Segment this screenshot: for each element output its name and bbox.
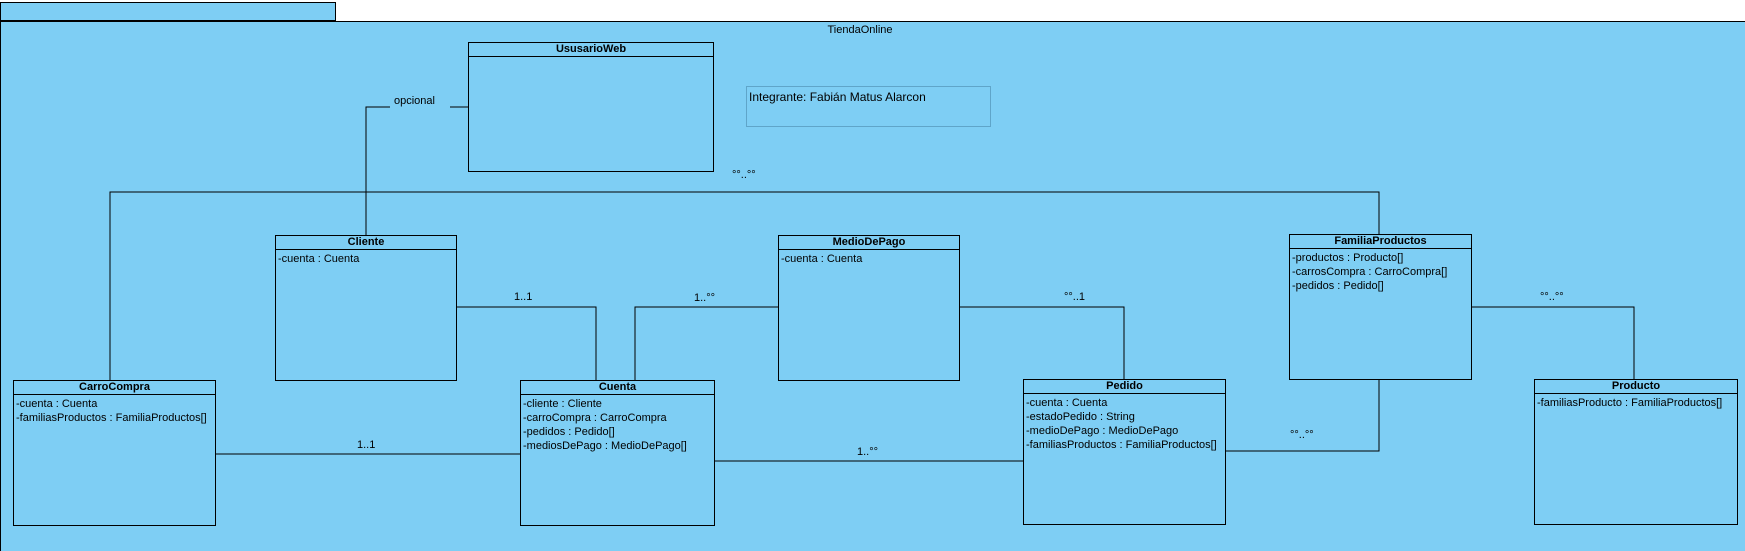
package-name: TiendaOnline xyxy=(827,24,893,36)
class-name: Pedido xyxy=(1024,380,1225,394)
assoc-label-cuenta-medio: 1..°° xyxy=(694,292,716,304)
note-text: Integrante: Fabián Matus Alarcon xyxy=(749,90,926,104)
package-tab xyxy=(0,2,336,21)
class-pedido[interactable]: Pedido -cuenta : Cuenta -estadoPedido : … xyxy=(1023,379,1226,525)
assoc-cliente-cuenta xyxy=(456,306,597,381)
assoc-cuenta-medio xyxy=(634,306,778,381)
assoc-label-pedido-familia: °°..°° xyxy=(1290,429,1314,441)
attribute: -medioDePago : MedioDePago xyxy=(1026,425,1179,437)
class-name: CarroCompra xyxy=(14,381,215,395)
assoc-label-carro-cuenta: 1..1 xyxy=(357,439,376,451)
class-producto[interactable]: Producto -familiasProducto : FamiliaProd… xyxy=(1534,379,1738,525)
assoc-label-medio-pedido: °°..1 xyxy=(1064,291,1086,303)
class-name: Cliente xyxy=(276,236,456,250)
assoc-label-cuenta-pedido: 1..°° xyxy=(857,446,879,458)
class-usuarioweb[interactable]: UsusarioWeb xyxy=(468,42,714,172)
attribute: -cuenta : Cuenta xyxy=(1026,397,1108,409)
class-name: FamiliaProductos xyxy=(1290,235,1471,249)
attribute: -familiasProductos : FamiliaProductos[] xyxy=(16,412,207,424)
assoc-label-familia-producto: °°..°° xyxy=(1540,291,1564,303)
class-name: MedioDePago xyxy=(779,236,959,250)
attribute: -familiasProducto : FamiliaProductos[] xyxy=(1537,397,1723,409)
assoc-familia-producto xyxy=(1470,306,1635,380)
attribute: -carroCompra : CarroCompra xyxy=(523,412,667,424)
assoc-label-cliente-cuenta: 1..1 xyxy=(514,291,533,303)
attribute: -productos : Producto[] xyxy=(1292,252,1404,264)
attribute: -pedidos : Pedido[] xyxy=(523,426,615,438)
assoc-usuario-cliente-2 xyxy=(365,106,390,236)
attribute: -carrosCompra : CarroCompra[] xyxy=(1292,266,1448,278)
class-name: Cuenta xyxy=(521,381,714,395)
class-cuenta[interactable]: Cuenta -cliente : Cliente -carroCompra :… xyxy=(520,380,715,526)
attribute: -cliente : Cliente xyxy=(523,398,602,410)
attribute: -cuenta : Cuenta xyxy=(16,398,98,410)
class-name: UsusarioWeb xyxy=(469,43,713,57)
assoc-carro-familia xyxy=(109,191,1380,381)
assoc-pedido-familia xyxy=(1225,380,1380,452)
attribute: -cuenta : Cuenta xyxy=(781,253,863,265)
attribute: -estadoPedido : String xyxy=(1026,411,1135,423)
assoc-medio-pedido xyxy=(959,306,1125,380)
class-name: Producto xyxy=(1535,380,1737,394)
attribute: -cuenta : Cuenta xyxy=(278,253,360,265)
note-integrante[interactable]: Integrante: Fabián Matus Alarcon xyxy=(746,86,991,127)
assoc-label-opcional: opcional xyxy=(394,95,435,107)
class-carrocompra[interactable]: CarroCompra -cuenta : Cuenta -familiasPr… xyxy=(13,380,216,526)
attribute: -familiasProductos : FamiliaProductos[] xyxy=(1026,439,1217,451)
class-cliente[interactable]: Cliente -cuenta : Cuenta xyxy=(275,235,457,381)
class-familiaproductos[interactable]: FamiliaProductos -productos : Producto[]… xyxy=(1289,234,1472,380)
attribute: -pedidos : Pedido[] xyxy=(1292,280,1384,292)
assoc-label-carro-familia: °°..°° xyxy=(732,169,756,181)
class-mediodepago[interactable]: MedioDePago -cuenta : Cuenta xyxy=(778,235,960,381)
attribute: -mediosDePago : MedioDePago[] xyxy=(523,440,687,452)
